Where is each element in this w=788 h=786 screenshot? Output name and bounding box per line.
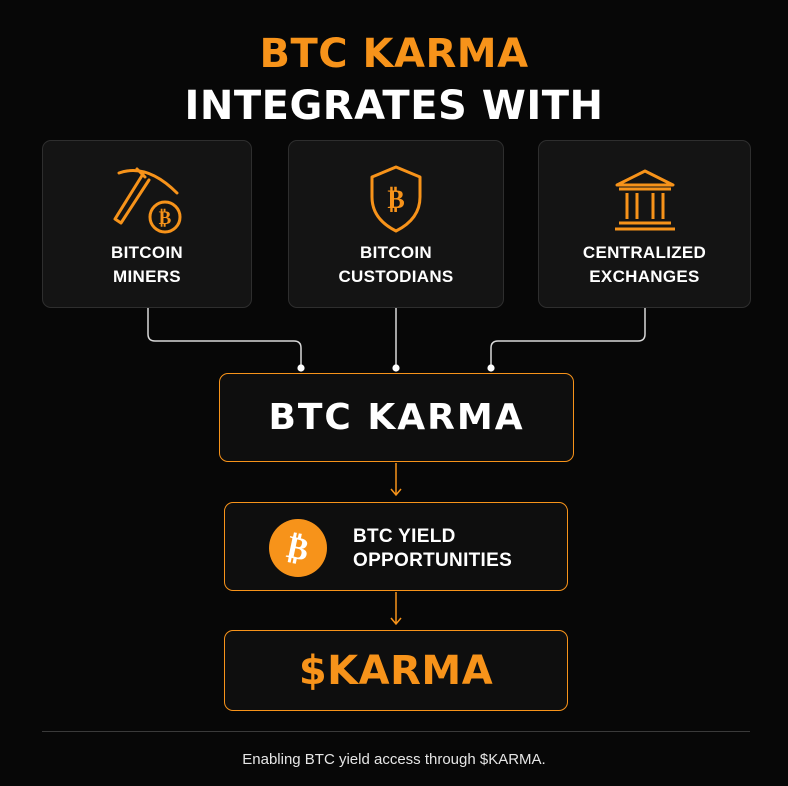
arrow-yield-to-token: [390, 592, 402, 626]
connector-dot-exchanges: [487, 364, 495, 372]
token-box: $KARMA: [224, 630, 568, 711]
bitcoin-coin-icon: ₿: [269, 519, 327, 577]
arrow-hub-to-yield: [390, 463, 402, 497]
source-label-line2: EXCHANGES: [589, 267, 700, 286]
footer-caption: Enabling BTC yield access through $KARMA…: [242, 751, 546, 768]
pickaxe-bitcoin-icon: ₿: [113, 167, 182, 234]
source-card-exchanges: CENTRALIZED EXCHANGES: [538, 140, 751, 308]
token-label: $KARMA: [298, 647, 494, 694]
source-card-miners: ₿ BITCOIN MINERS: [42, 140, 252, 308]
yield-label-line1: BTC YIELD: [353, 526, 456, 547]
svg-text:₿: ₿: [387, 185, 404, 215]
connector-exchanges: [490, 308, 646, 367]
title-line-2: INTEGRATES WITH: [184, 83, 604, 129]
source-label-line1: BITCOIN: [360, 243, 432, 262]
shield-bitcoin-icon: ₿: [370, 165, 422, 233]
hub-box: BTC KARMA: [219, 373, 574, 462]
source-label-line1: CENTRALIZED: [582, 243, 707, 262]
hub-label: BTC KARMA: [268, 397, 525, 438]
connector-dot-miners: [297, 364, 305, 372]
bank-building-icon: [614, 169, 675, 231]
connector-miners: [147, 308, 302, 367]
source-label-line2: CUSTODIANS: [338, 267, 454, 286]
source-card-custodians: ₿ BITCOIN CUSTODIANS: [288, 140, 504, 308]
svg-text:₿: ₿: [159, 207, 172, 229]
title-line-1: BTC KARMA: [259, 31, 529, 77]
source-label-line2: MINERS: [113, 267, 181, 286]
source-label-line1: BITCOIN: [111, 243, 183, 262]
yield-box: ₿ BTC YIELD OPPORTUNITIES: [224, 502, 568, 591]
svg-text:₿: ₿: [284, 528, 313, 568]
connector-dot-custodians: [392, 364, 400, 372]
footer-divider: [42, 731, 750, 732]
yield-label-line2: OPPORTUNITIES: [353, 550, 513, 571]
